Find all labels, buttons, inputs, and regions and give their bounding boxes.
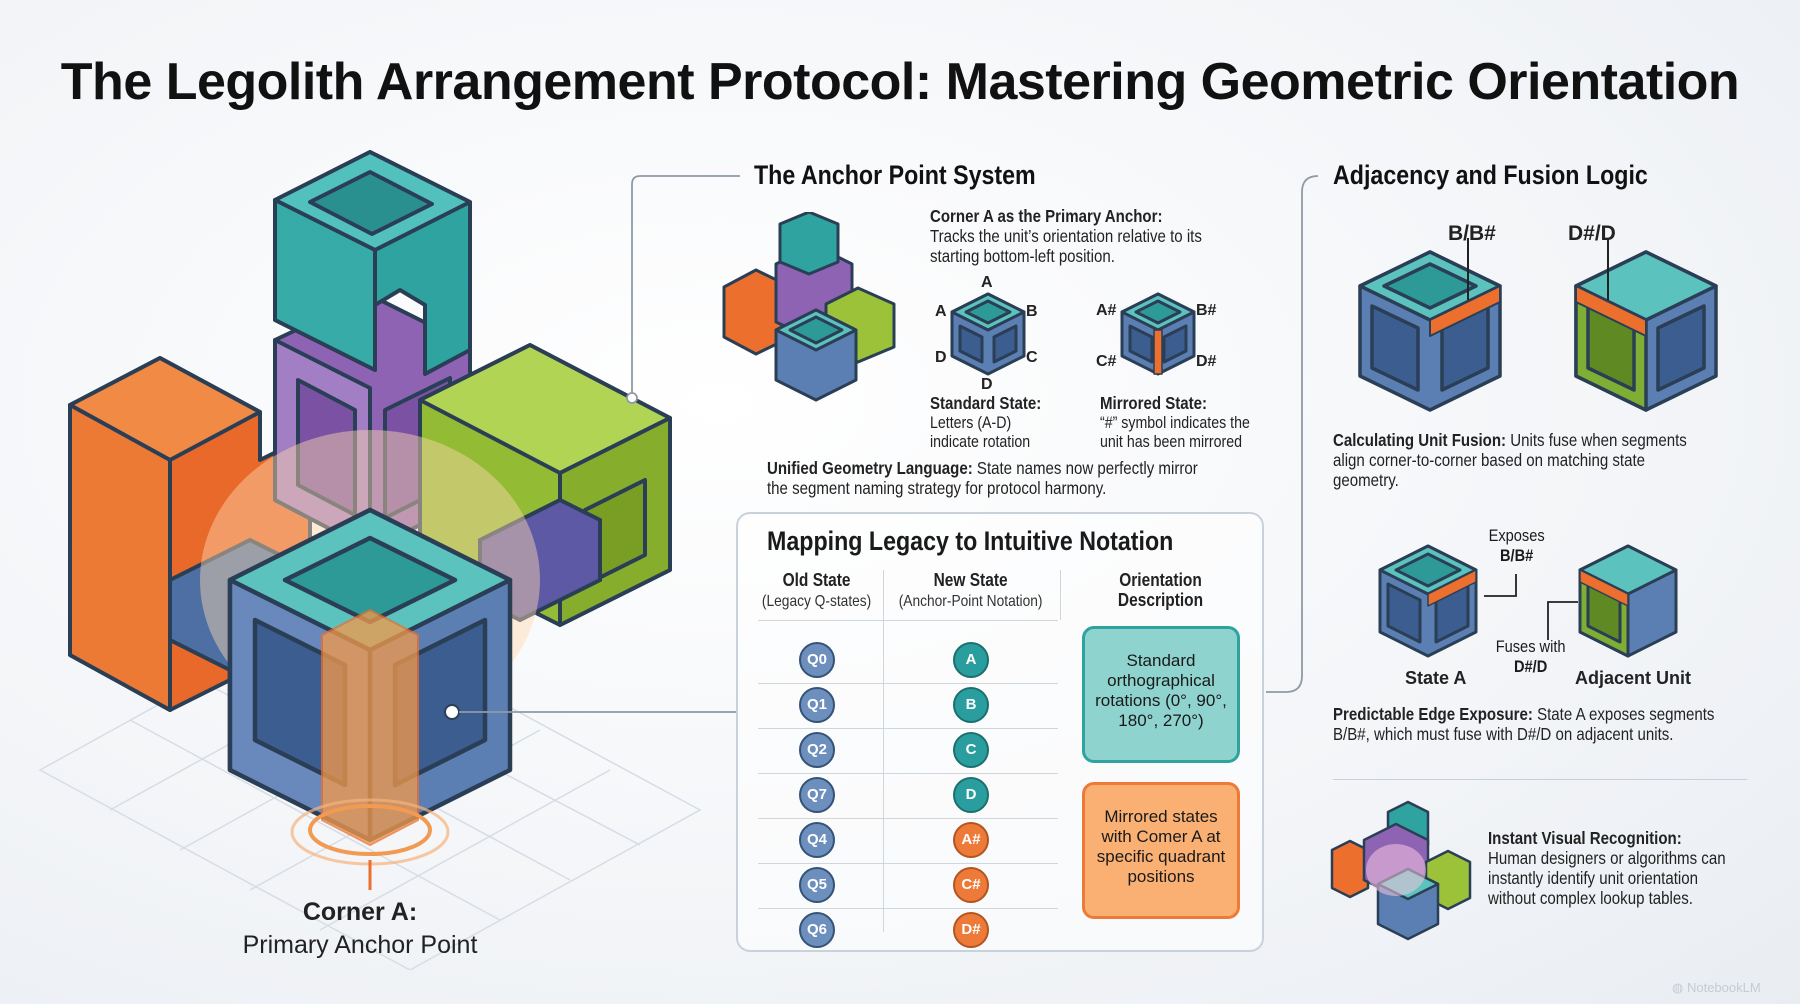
desc-mirrored-box: Mirrored states with Comer A at specific… xyxy=(1082,782,1240,919)
corner-a-highlight xyxy=(290,608,450,890)
table-header-divider xyxy=(758,620,1058,621)
fusion-line-3: geometry. xyxy=(1333,470,1399,490)
instant-recognition-text: Instant Visual Recognition: Human design… xyxy=(1488,828,1788,908)
mapping-heading: Mapping Legacy to Intuitive Notation xyxy=(767,526,1174,556)
new-state-pill: B xyxy=(953,687,989,723)
new-state-pill: C xyxy=(953,732,989,768)
fusion-cubes-illustration xyxy=(1358,238,1718,412)
standard-state-line-1: Letters (A-D) xyxy=(930,414,1012,432)
corner-a-subtitle: Primary Anchor Point xyxy=(242,931,478,959)
orange-block xyxy=(68,356,312,712)
unified-line-2: the segment naming strategy for protocol… xyxy=(767,478,1107,498)
std-letter-bl: D xyxy=(935,349,947,366)
instant-title: Instant Visual Recognition: xyxy=(1488,828,1682,848)
unified-line-1: State names now perfectly mirror xyxy=(976,458,1198,478)
unified-title: Unified Geometry Language: xyxy=(767,458,973,478)
std-letter-br: C xyxy=(1026,349,1038,366)
mirrored-state-text: Mirrored State: “#” symbol indicates the… xyxy=(1100,394,1290,452)
table-row-divider xyxy=(758,863,1058,864)
label-b-bsharp: B/B# xyxy=(1448,222,1496,245)
mirrored-state-line-2: unit has been mirrored xyxy=(1100,433,1242,451)
col-new-header: New State(Anchor-Point Notation) xyxy=(899,570,1043,610)
legolith-stack-illustration xyxy=(38,150,702,970)
anchor-cluster-illustration xyxy=(722,212,896,402)
table-row-divider xyxy=(758,728,1058,729)
std-letter-left: A xyxy=(935,303,947,320)
instant-line-2: instantly identify unit orientation xyxy=(1488,868,1698,888)
adjacent-unit-label: Adjacent Unit xyxy=(1575,668,1692,688)
edge-line-2: B/B#, which must fuse with D#/D on adjac… xyxy=(1333,724,1674,744)
table-row-divider xyxy=(758,773,1058,774)
mirrored-state-line-1: “#” symbol indicates the xyxy=(1100,414,1250,432)
label-dsharp-d: D#/D xyxy=(1568,222,1616,245)
fusion-title: Calculating Unit Fusion: xyxy=(1333,430,1507,450)
edge-exposure-text: Predictable Edge Exposure: State A expos… xyxy=(1333,704,1773,744)
mirrored-state-cube xyxy=(1120,292,1196,376)
adjacency-heading: Adjacency and Fusion Logic xyxy=(1333,160,1648,190)
standard-state-title: Standard State: xyxy=(930,393,1042,413)
watermark: ◍ NotebookLM xyxy=(1672,980,1761,995)
standard-state-text: Standard State: Letters (A-D) indicate r… xyxy=(930,394,1090,452)
page-title: The Legolith Arrangement Protocol: Maste… xyxy=(60,53,1740,111)
col-old-header: Old State(Legacy Q-states) xyxy=(762,570,872,610)
instant-line-3: without complex lookup tables. xyxy=(1488,888,1693,908)
section-divider xyxy=(1333,779,1747,780)
new-state-pill: A xyxy=(953,642,989,678)
old-state-pill: Q1 xyxy=(799,687,835,723)
mir-letter-bl: C# xyxy=(1096,353,1117,370)
exposure-cubes-illustration xyxy=(1378,544,1678,658)
fusion-line-1: Units fuse when segments xyxy=(1510,430,1687,450)
old-state-pill: Q7 xyxy=(799,777,835,813)
recognition-cluster-illustration xyxy=(1330,800,1472,941)
pointer-dot xyxy=(444,704,460,720)
table-row-divider xyxy=(758,683,1058,684)
corner-a-title: Corner A: xyxy=(302,898,418,926)
state-a-label: State A xyxy=(1405,668,1467,688)
table-row-divider xyxy=(758,818,1058,819)
new-state-pill: A# xyxy=(953,822,989,858)
table-row-divider xyxy=(758,908,1058,909)
old-state-pill: Q6 xyxy=(799,912,835,948)
mir-letter-tl: A# xyxy=(1096,302,1117,319)
mirrored-state-title: Mirrored State: xyxy=(1100,393,1208,413)
std-letter-top: A xyxy=(981,274,993,291)
old-state-pill: Q2 xyxy=(799,732,835,768)
old-state-pill: Q0 xyxy=(799,642,835,678)
fusion-text: Calculating Unit Fusion: Units fuse when… xyxy=(1333,430,1753,490)
edge-title: Predictable Edge Exposure: xyxy=(1333,704,1533,724)
std-letter-right: B xyxy=(1026,303,1038,320)
watermark-icon: ◍ xyxy=(1672,980,1687,995)
mir-letter-tr: B# xyxy=(1196,302,1217,319)
old-state-pill: Q4 xyxy=(799,822,835,858)
col-divider-2 xyxy=(1060,570,1061,620)
standard-state-cube xyxy=(950,292,1026,376)
new-state-pill: D# xyxy=(953,912,989,948)
primary-anchor-line-2: starting bottom-left position. xyxy=(930,246,1115,266)
primary-anchor-line-1: Tracks the unit’s orientation relative t… xyxy=(930,226,1202,246)
instant-line-1: Human designers or algorithms can xyxy=(1488,848,1726,868)
unified-geometry-text: Unified Geometry Language: State names n… xyxy=(767,458,1267,498)
col-divider-1 xyxy=(883,570,884,932)
new-state-pill: D xyxy=(953,777,989,813)
std-letter-bottom: D xyxy=(981,376,993,393)
mir-letter-br: D# xyxy=(1196,353,1217,370)
standard-state-line-2: indicate rotation xyxy=(930,433,1031,451)
teal-top-block xyxy=(273,150,472,376)
edge-line-1: State A exposes segments xyxy=(1537,704,1715,724)
anchor-heading: The Anchor Point System xyxy=(754,160,1036,190)
primary-anchor-title: Corner A as the Primary Anchor: xyxy=(930,206,1163,226)
corner-a-label: Corner A: Primary Anchor Point xyxy=(230,898,490,960)
old-state-pill: Q5 xyxy=(799,867,835,903)
fusion-line-2: align corner-to-corner based on matching… xyxy=(1333,450,1646,470)
desc-standard-box: Standard orthographical rotations (0°, 9… xyxy=(1082,626,1240,763)
new-state-pill: C# xyxy=(953,867,989,903)
primary-anchor-text: Corner A as the Primary Anchor: Tracks t… xyxy=(930,206,1270,266)
